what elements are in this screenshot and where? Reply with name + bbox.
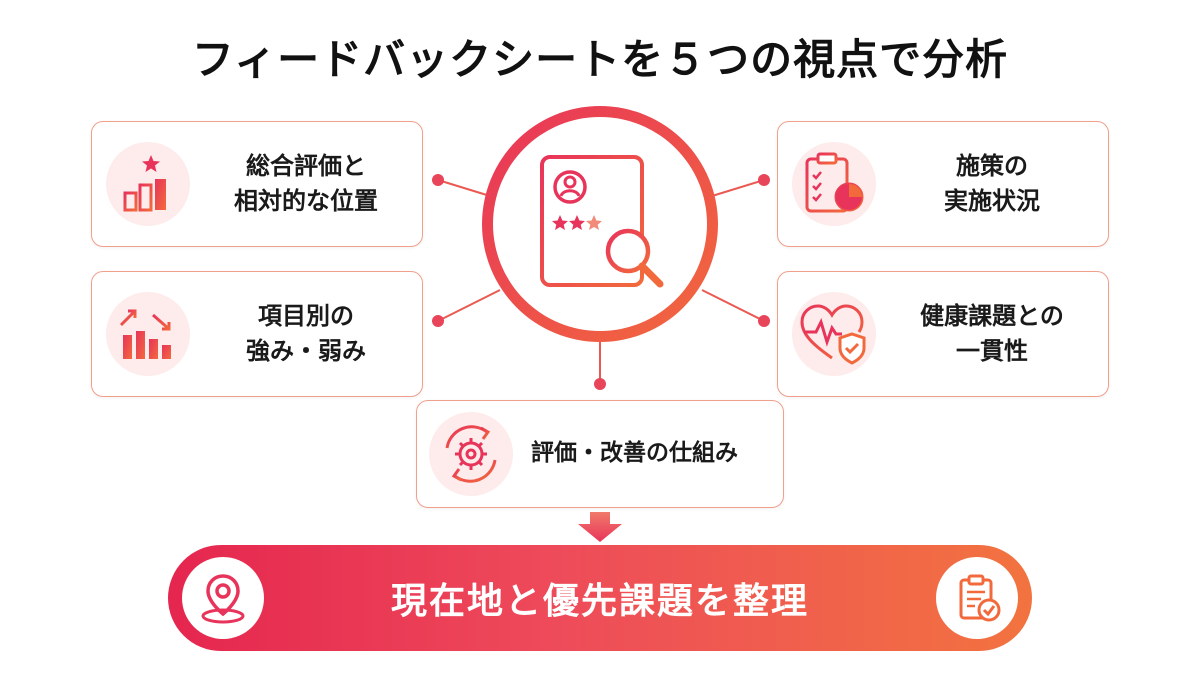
connector-dot-4 [758,315,770,327]
perspective-card-evaluation-mechanism: 評価・改善の仕組み [416,400,784,508]
perspective-card-strengths-weaknesses: 項目別の 強み・弱み [91,271,423,397]
connector-line-2 [437,289,501,322]
connector-line-1 [437,179,491,197]
clipboard-checklist-pie-icon [792,142,876,226]
connector-dot-2 [432,315,444,327]
location-pin-icon [182,557,264,639]
page-title: フィードバックシートを５つの視点で分析 [191,35,1009,84]
perspective-card-health-consistency: 健康課題との 一貫性 [777,271,1109,397]
connector-line-4 [701,289,765,322]
connector-dot-5 [594,378,606,390]
perspective-card-measures-status: 施策の 実施状況 [777,121,1109,247]
clipboard-check-icon [936,557,1018,639]
connector-line-3 [711,179,765,197]
heart-pulse-shield-icon [792,292,876,376]
ranking-bar-chart-star-icon [106,142,190,226]
perspective-card-overall-evaluation: 総合評価と 相対的な位置 [91,121,423,247]
connector-dot-3 [758,174,770,186]
feedback-sheet-magnifier-icon [540,155,664,288]
perspective-label: 評価・改善の仕組み [531,440,738,467]
perspective-label: 総合評価と 相対的な位置 [234,152,378,215]
bar-chart-trend-arrows-icon [106,292,190,376]
connector-dot-1 [432,174,444,186]
summary-banner: 現在地と優先課題を整理 [168,545,1032,651]
rating-stars [552,215,602,230]
down-arrow-icon [578,512,622,542]
gear-cycle-icon [429,412,513,496]
perspective-label: 項目別の 強み・弱み [246,302,366,365]
center-hub [482,106,718,342]
perspective-label: 健康課題との 一貫性 [920,302,1064,365]
perspective-label: 施策の 実施状況 [944,152,1040,215]
summary-text: 現在地と優先課題を整理 [390,581,809,622]
